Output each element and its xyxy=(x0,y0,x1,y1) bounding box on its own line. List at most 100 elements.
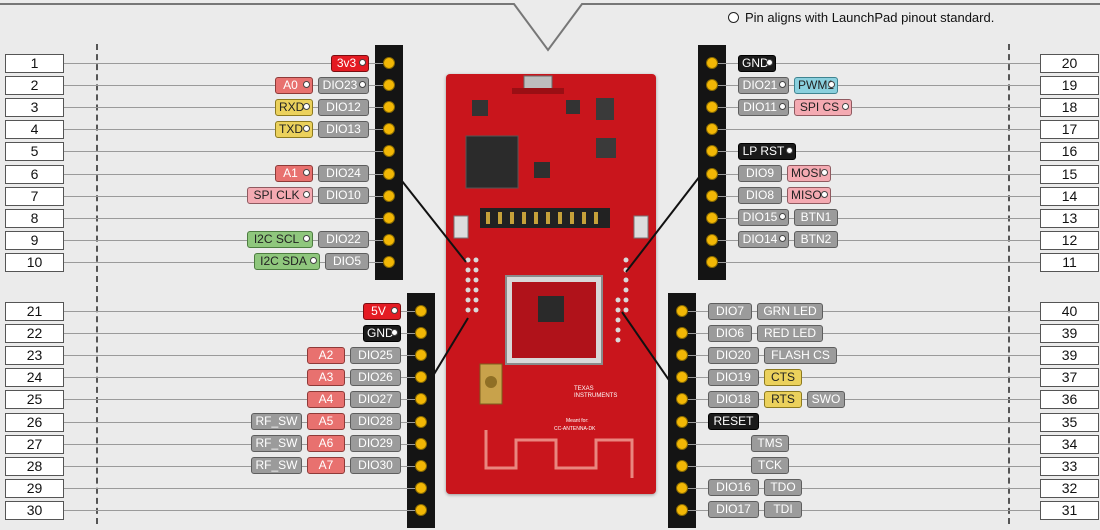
pin-label-text: DIO15 xyxy=(742,210,778,225)
header-pin xyxy=(415,305,427,317)
pin-label-text: RED LED xyxy=(763,325,816,340)
pin-number: 24 xyxy=(5,368,64,388)
pin-label-dio17: DIO17 xyxy=(708,501,759,519)
pin-guide-line xyxy=(64,399,421,401)
pin-guide-line xyxy=(712,129,1040,131)
pin-label-dio11: DIO11 xyxy=(738,98,789,116)
header-pin xyxy=(415,393,427,406)
pin-label-dio22: DIO22 xyxy=(318,231,369,249)
header-pin xyxy=(383,79,395,92)
pin-guide-line xyxy=(64,487,421,489)
pin-label-grn-led: GRN LED xyxy=(757,302,823,320)
pin-number: 4 xyxy=(5,120,64,140)
pin-label-text: A7 xyxy=(318,458,334,473)
pin-label-dio25: DIO25 xyxy=(350,346,401,364)
pin-label-rf-sw: RF_SW xyxy=(251,413,302,430)
pin-number: 14 xyxy=(1040,186,1099,206)
pin-number: 40 xyxy=(1040,302,1099,321)
pin-label-text: GND xyxy=(367,325,394,340)
launchpad-align-dot-icon xyxy=(779,235,786,243)
pin-number: 23 xyxy=(5,346,64,366)
pin-number: 6 xyxy=(5,164,64,184)
pin-number: 26 xyxy=(5,412,64,432)
pin-guide-line xyxy=(682,355,1040,357)
pin-label-text: DIO27 xyxy=(358,391,393,406)
left-dashed-guide xyxy=(96,44,98,524)
pin-label-a4: A4 xyxy=(307,390,345,408)
pin-label-text: RF_SW xyxy=(255,458,298,473)
pin-label-text: TMS xyxy=(757,436,783,451)
header-pin xyxy=(706,189,718,202)
pin-label-text: FLASH CS xyxy=(771,347,830,362)
pin-label-dio16: DIO16 xyxy=(708,479,759,497)
pin-label-text: DIO17 xyxy=(716,502,751,517)
header-pin xyxy=(415,459,427,472)
header-pin xyxy=(676,481,688,494)
launchpad-align-dot-icon xyxy=(303,169,310,176)
pin-guide-line xyxy=(64,443,421,445)
pin-number: 1 xyxy=(5,54,64,73)
header-pin xyxy=(383,167,395,180)
pin-label-text: DIO8 xyxy=(745,188,774,203)
pin-guide-line xyxy=(64,151,389,153)
pin-guide-line xyxy=(712,173,1040,175)
pin-label-text: RXD xyxy=(279,99,305,114)
pin-guide-line xyxy=(712,195,1040,197)
header-pin xyxy=(383,101,395,114)
pin-label-dio12: DIO12 xyxy=(318,98,369,116)
pin-guide-line xyxy=(64,465,421,467)
header-pin xyxy=(706,101,718,114)
pin-label-i2c-scl: I2C SCL xyxy=(247,231,313,249)
pin-label-text: SPI CS xyxy=(799,99,840,114)
header-pin xyxy=(383,123,395,136)
header-pin xyxy=(383,233,395,246)
pin-guide-line xyxy=(682,399,1040,401)
pin-label-text: DIO30 xyxy=(358,458,393,473)
pin-label-5v: 5V xyxy=(363,302,401,320)
pin-label-gnd: GND xyxy=(738,54,776,72)
pin-label-dio19: DIO19 xyxy=(708,368,759,386)
pin-label-red-led: RED LED xyxy=(757,324,823,342)
right-dashed-guide xyxy=(1008,44,1010,524)
legend: Pin aligns with LaunchPad pinout standar… xyxy=(728,10,994,25)
pin-number: 31 xyxy=(1040,500,1099,520)
pin-label-mosi: MOSI xyxy=(787,165,831,182)
launchpad-align-dot-icon xyxy=(842,102,849,110)
pin-label-dio18: DIO18 xyxy=(708,390,759,408)
pin-label-dio28: DIO28 xyxy=(350,413,401,430)
pin-label-dio23: DIO23 xyxy=(318,76,369,94)
pin-label-text: SPI CLK xyxy=(253,188,300,203)
pin-number: 12 xyxy=(1040,230,1099,250)
pin-number: 5 xyxy=(5,142,64,162)
pin-guide-line xyxy=(682,465,1040,467)
header-pin xyxy=(706,79,718,92)
pin-number: 37 xyxy=(1040,368,1099,388)
pin-label-text: I2C SDA xyxy=(260,254,307,269)
pin-guide-line xyxy=(64,239,389,241)
pin-label-tdi: TDI xyxy=(764,501,802,519)
pin-label-dio6: DIO6 xyxy=(708,324,752,342)
pin-number: 33 xyxy=(1040,456,1099,476)
launchpad-align-dot-icon xyxy=(821,169,828,176)
pin-guide-line xyxy=(682,443,1040,445)
pin-label-tdo: TDO xyxy=(764,479,802,497)
pin-guide-line xyxy=(64,421,421,423)
pin-number: 36 xyxy=(1040,390,1099,410)
pin-guide-line xyxy=(64,509,421,511)
pin-label-text: A0 xyxy=(283,77,298,92)
header-pin xyxy=(706,255,718,268)
header-pin xyxy=(676,503,688,516)
pin-label-text: RESET xyxy=(713,414,754,428)
pin-label-a7: A7 xyxy=(307,457,345,475)
pin-label-rf-sw: RF_SW xyxy=(251,457,302,475)
pin-number: 10 xyxy=(5,252,64,272)
pin-label-text: TCK xyxy=(758,458,782,473)
pin-label-text: DIO6 xyxy=(715,325,744,340)
pin-number: 18 xyxy=(1040,98,1099,118)
pin-guide-line xyxy=(64,333,421,335)
pin-label-text: DIO9 xyxy=(745,166,774,180)
launchpad-align-dot-icon xyxy=(779,213,786,221)
pin-label-flash-cs: FLASH CS xyxy=(764,346,837,364)
header-pin xyxy=(383,189,395,202)
